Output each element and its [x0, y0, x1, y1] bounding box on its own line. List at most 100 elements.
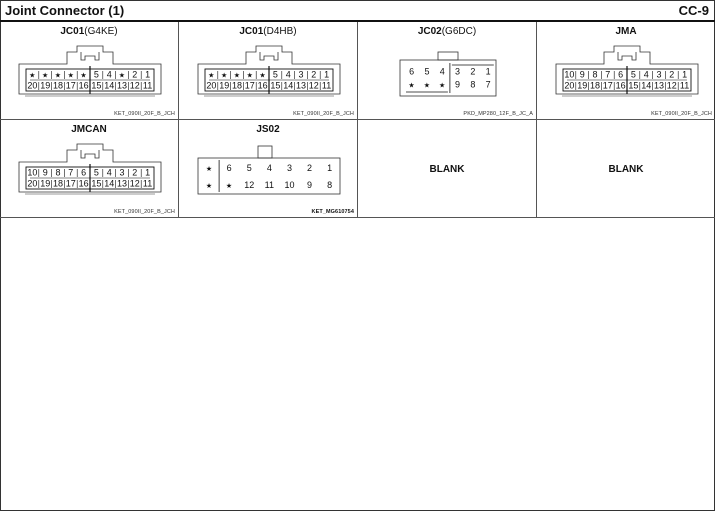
connector-title: JC02(G6DC) — [417, 26, 477, 37]
part-number: PKD_MP280_12F_B_JC_A — [463, 111, 533, 117]
connector-latch — [80, 52, 100, 61]
pin-number: 19 — [577, 81, 587, 91]
pin-number: 11 — [680, 81, 689, 91]
pin-number: 2 — [132, 168, 137, 178]
pin-number: 18 — [53, 179, 63, 189]
pin-number: 17 — [245, 81, 255, 91]
pin-number: 11 — [265, 180, 274, 190]
pin-number: 20 — [206, 81, 216, 91]
pin-number: 5 — [247, 163, 252, 173]
pin-empty-star: ★ — [234, 71, 240, 80]
pin-number: 7 — [605, 70, 610, 80]
pin-empty-star: ★ — [221, 71, 227, 80]
pin-number: 15 — [91, 179, 101, 189]
pin-number: 4 — [644, 70, 649, 80]
pin-number: 18 — [232, 81, 242, 91]
pin-number: 17 — [66, 81, 76, 91]
pin-number: 20 — [564, 81, 574, 91]
page-title: Joint Connector (1) — [5, 3, 125, 18]
pin-number: 4 — [440, 67, 445, 77]
pin-number: 1 — [486, 67, 491, 77]
pin-number: 4 — [107, 70, 112, 80]
pin-number: 8 — [470, 80, 475, 90]
pin-number: 11 — [322, 81, 331, 91]
pin-number: 1 — [682, 70, 687, 80]
pin-number: 1 — [145, 168, 150, 178]
pin-empty-star: ★ — [424, 81, 430, 90]
pin-number: 4 — [267, 163, 272, 173]
page-header: Joint Connector (1) CC-9 — [0, 0, 715, 22]
pin-number: 16 — [79, 81, 89, 91]
pin-empty-star: ★ — [208, 71, 214, 80]
pin-number: 13 — [654, 81, 664, 91]
pin-empty-star: ★ — [80, 71, 86, 80]
pin-number: 15 — [91, 81, 101, 91]
connector-title: JMA — [615, 26, 637, 37]
pin-empty-star: ★ — [68, 71, 74, 80]
pin-number: 9 — [43, 168, 48, 178]
page-code: CC-9 — [678, 3, 709, 18]
pin-number: 11 — [143, 81, 152, 91]
pin-empty-star: ★ — [206, 164, 212, 173]
connector-title: JC01(G4KE) — [60, 26, 118, 37]
part-number: KET_090II_20F_B_JCH — [114, 209, 175, 215]
connector-title: JMCAN — [71, 124, 107, 135]
pin-number: 14 — [104, 81, 114, 91]
pin-number: 18 — [590, 81, 600, 91]
pin-number: 6 — [227, 163, 232, 173]
pin-number: 3 — [119, 168, 124, 178]
pin-number: 4 — [107, 168, 112, 178]
pin-number: 2 — [311, 70, 316, 80]
pin-number: 2 — [669, 70, 674, 80]
part-number: KET_090II_20F_B_JCH — [651, 111, 712, 117]
pin-number: 8 — [592, 70, 597, 80]
pin-empty-star: ★ — [119, 71, 125, 80]
pin-empty-star: ★ — [55, 71, 61, 80]
pin-number: 3 — [656, 70, 661, 80]
part-number: KET_090II_20F_B_JCH — [293, 111, 354, 117]
pin-number: 12 — [130, 179, 140, 189]
pin-number: 7 — [68, 168, 73, 178]
pin-empty-star: ★ — [206, 181, 212, 190]
pin-number: 16 — [616, 81, 626, 91]
part-number: KET_MG610754 — [311, 209, 354, 215]
pin-number: 7 — [486, 80, 491, 90]
pin-number: 6 — [81, 168, 86, 178]
pin-number: 16 — [79, 179, 89, 189]
connector-shell — [18, 45, 162, 95]
blank-cell: BLANK — [537, 120, 715, 218]
pin-number: 9 — [455, 80, 460, 90]
pin-number: 9 — [580, 70, 585, 80]
pin-number: 14 — [283, 81, 293, 91]
pin-empty-star: ★ — [439, 81, 445, 90]
pin-number: 5 — [273, 70, 278, 80]
connector-shell — [18, 143, 162, 193]
pin-empty-star: ★ — [226, 181, 232, 190]
pin-number: 17 — [603, 81, 613, 91]
connector-latch — [257, 145, 273, 159]
connector-title: JC01(D4HB) — [239, 26, 297, 37]
pin-number: 3 — [298, 70, 303, 80]
connector-shell — [197, 157, 341, 195]
pin-number: 8 — [327, 180, 332, 190]
connector-latch — [259, 52, 279, 61]
pin-number: 14 — [641, 81, 651, 91]
pin-number: 18 — [53, 81, 63, 91]
connector-latch — [437, 51, 459, 61]
blank-label: BLANK — [429, 164, 465, 175]
pin-empty-star: ★ — [42, 71, 48, 80]
pin-number: 12 — [130, 81, 140, 91]
pin-number: 5 — [94, 168, 99, 178]
pin-number: 19 — [219, 81, 229, 91]
pin-number: 6 — [618, 70, 623, 80]
pin-empty-star: ★ — [247, 71, 253, 80]
